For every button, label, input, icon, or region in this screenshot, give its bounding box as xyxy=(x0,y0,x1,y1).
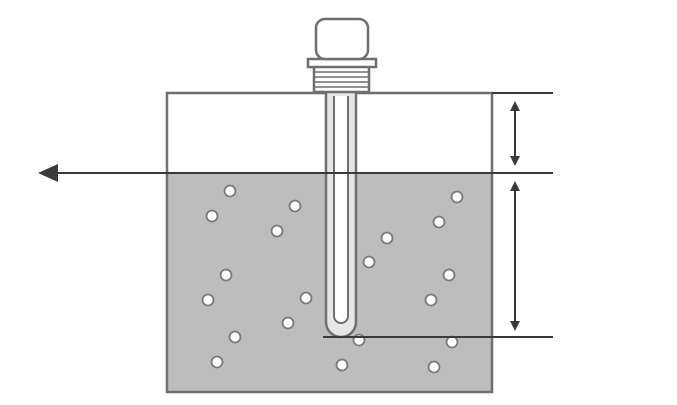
bubble xyxy=(210,355,224,369)
bubble xyxy=(219,268,233,282)
bubble xyxy=(362,255,376,269)
bubble xyxy=(442,268,456,282)
bubble xyxy=(223,184,237,198)
bubble xyxy=(380,231,394,245)
bubble xyxy=(427,360,441,374)
connector-head-icon xyxy=(306,17,378,94)
double-arrow-vertical-icon xyxy=(510,181,520,331)
bubbles xyxy=(201,184,464,374)
bubble xyxy=(445,335,459,349)
bubble xyxy=(432,215,446,229)
bubble xyxy=(299,291,313,305)
bubble xyxy=(288,199,302,213)
bubble xyxy=(281,316,295,330)
bubble xyxy=(205,209,219,223)
bubble xyxy=(270,224,284,238)
probe-inner-rod xyxy=(333,96,349,324)
bubble xyxy=(335,358,349,372)
bubble xyxy=(201,293,215,307)
bubble xyxy=(424,293,438,307)
bubble xyxy=(450,190,464,204)
double-arrow-vertical-icon xyxy=(510,101,520,166)
arrow-left-icon xyxy=(38,164,58,182)
bubble xyxy=(228,330,242,344)
